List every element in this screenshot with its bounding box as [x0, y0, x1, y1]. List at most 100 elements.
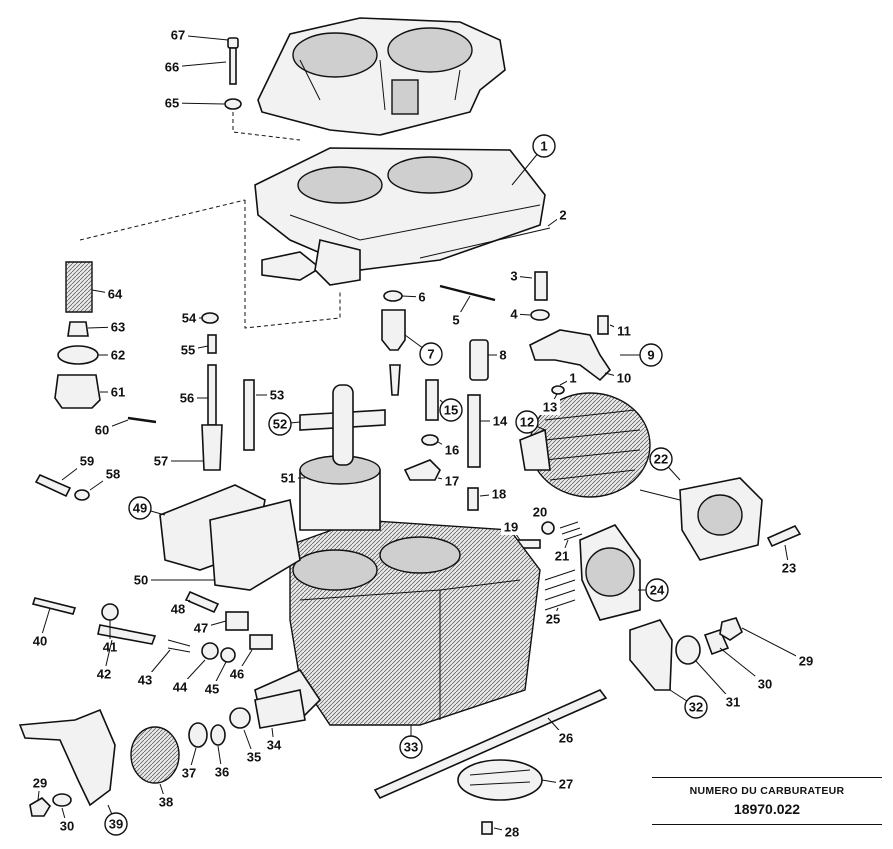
ring-36 [210, 724, 226, 746]
carburetor-cover-1 [254, 147, 546, 286]
callout-background [489, 486, 509, 502]
callout-53: 53 [256, 387, 287, 403]
part-57 [201, 424, 223, 471]
part-55 [207, 334, 217, 354]
callout-number: 29 [799, 654, 813, 669]
callout-58: 58 [89, 466, 123, 491]
callout-number: 66 [165, 60, 179, 75]
parts-drawing [18, 17, 802, 835]
callout-28: 28 [493, 824, 522, 840]
callout-number: 6 [418, 290, 425, 305]
callout-number: 2 [559, 208, 566, 223]
callout-number: 53 [270, 388, 284, 403]
callout-4: 4 [508, 306, 531, 322]
callout-36: 36 [212, 745, 232, 780]
callout-6: 6 [401, 289, 428, 305]
callout-number: 35 [247, 750, 261, 765]
jet-53 [243, 379, 255, 451]
callout-number: 59 [80, 454, 94, 469]
callout-46: 46 [227, 649, 253, 682]
callout-circle [684, 695, 708, 719]
callout-29: 29 [30, 775, 50, 801]
gasket-50 [209, 499, 301, 591]
callout-55: 55 [178, 342, 209, 358]
title-block: NUMERO DU CARBURATEUR 18970.022 [652, 777, 882, 825]
lever-39 [18, 708, 116, 807]
callout-43: 43 [135, 649, 171, 688]
callout-number: 47 [194, 621, 208, 636]
callout-number: 24 [650, 583, 665, 598]
callout-67: 67 [168, 27, 229, 43]
callout-background [30, 775, 50, 791]
callout-number: 8 [499, 348, 506, 363]
callout-number: 9 [647, 348, 654, 363]
callout-7: 7 [404, 334, 443, 366]
callout-background [162, 95, 182, 111]
callout-background [490, 413, 510, 429]
callout-background [530, 504, 550, 520]
callout-background [442, 442, 462, 458]
callout-background [264, 737, 284, 753]
callout-number: 63 [111, 320, 125, 335]
callout-number: 50 [134, 573, 148, 588]
jet-8 [469, 339, 489, 381]
nut-29a [719, 617, 743, 641]
callout-number: 11 [617, 324, 631, 339]
callout-background [177, 390, 197, 406]
choke-housing-12 [519, 392, 651, 498]
washer-54 [201, 312, 219, 324]
callout-number: 64 [108, 287, 123, 302]
callout-number: 1 [569, 371, 576, 386]
callout-circle [268, 412, 292, 436]
callout-background [755, 676, 775, 692]
callout-number: 40 [33, 634, 47, 649]
callout-30: 30 [57, 807, 77, 834]
callout-32: 32 [669, 689, 708, 719]
callout-leader [741, 627, 807, 662]
callout-background [170, 679, 190, 695]
air-horn-cover [257, 17, 506, 136]
shaft-26 [373, 689, 608, 800]
screw-11 [597, 315, 609, 335]
callout-number: 4 [510, 307, 518, 322]
callout-number: 38 [159, 795, 173, 810]
callout-background [191, 620, 211, 636]
callout-number: 60 [95, 423, 109, 438]
callout-background [501, 519, 521, 535]
screw-23 [766, 524, 802, 548]
callout-number: 31 [726, 695, 740, 710]
callout-number: 48 [171, 602, 185, 617]
callout-number: 51 [281, 471, 295, 486]
gasket-2 [419, 227, 551, 259]
screw-3 [534, 271, 548, 301]
callout-background [168, 27, 188, 43]
callout-background [450, 312, 462, 328]
lever-9 [529, 329, 612, 382]
nut-29b [29, 796, 52, 817]
callout-20: 20 [530, 504, 550, 521]
callout-30: 30 [719, 647, 775, 692]
callout-24: 24 [638, 578, 669, 602]
callout-61: 61 [100, 384, 128, 400]
callout-number: 58 [106, 467, 120, 482]
callout-10: 10 [604, 370, 634, 386]
callout-background [168, 601, 188, 617]
screw-66 [227, 37, 239, 85]
callout-background [508, 268, 520, 284]
callout-48: 48 [168, 599, 191, 617]
callout-background [227, 666, 247, 682]
callout-background [552, 548, 572, 564]
callout-52: 52 [268, 412, 301, 436]
callout-65: 65 [162, 95, 225, 111]
washer-30b [52, 793, 72, 807]
pin-60 [127, 416, 157, 424]
filter-64 [65, 261, 93, 313]
callout-number: 5 [452, 313, 459, 328]
callout-number: 54 [182, 311, 197, 326]
callout-number: 16 [445, 443, 459, 458]
washer-16 [421, 434, 439, 446]
callout-background [723, 694, 743, 710]
callout-54: 54 [179, 310, 202, 326]
callout-63: 63 [87, 319, 128, 335]
callout-background [212, 764, 232, 780]
